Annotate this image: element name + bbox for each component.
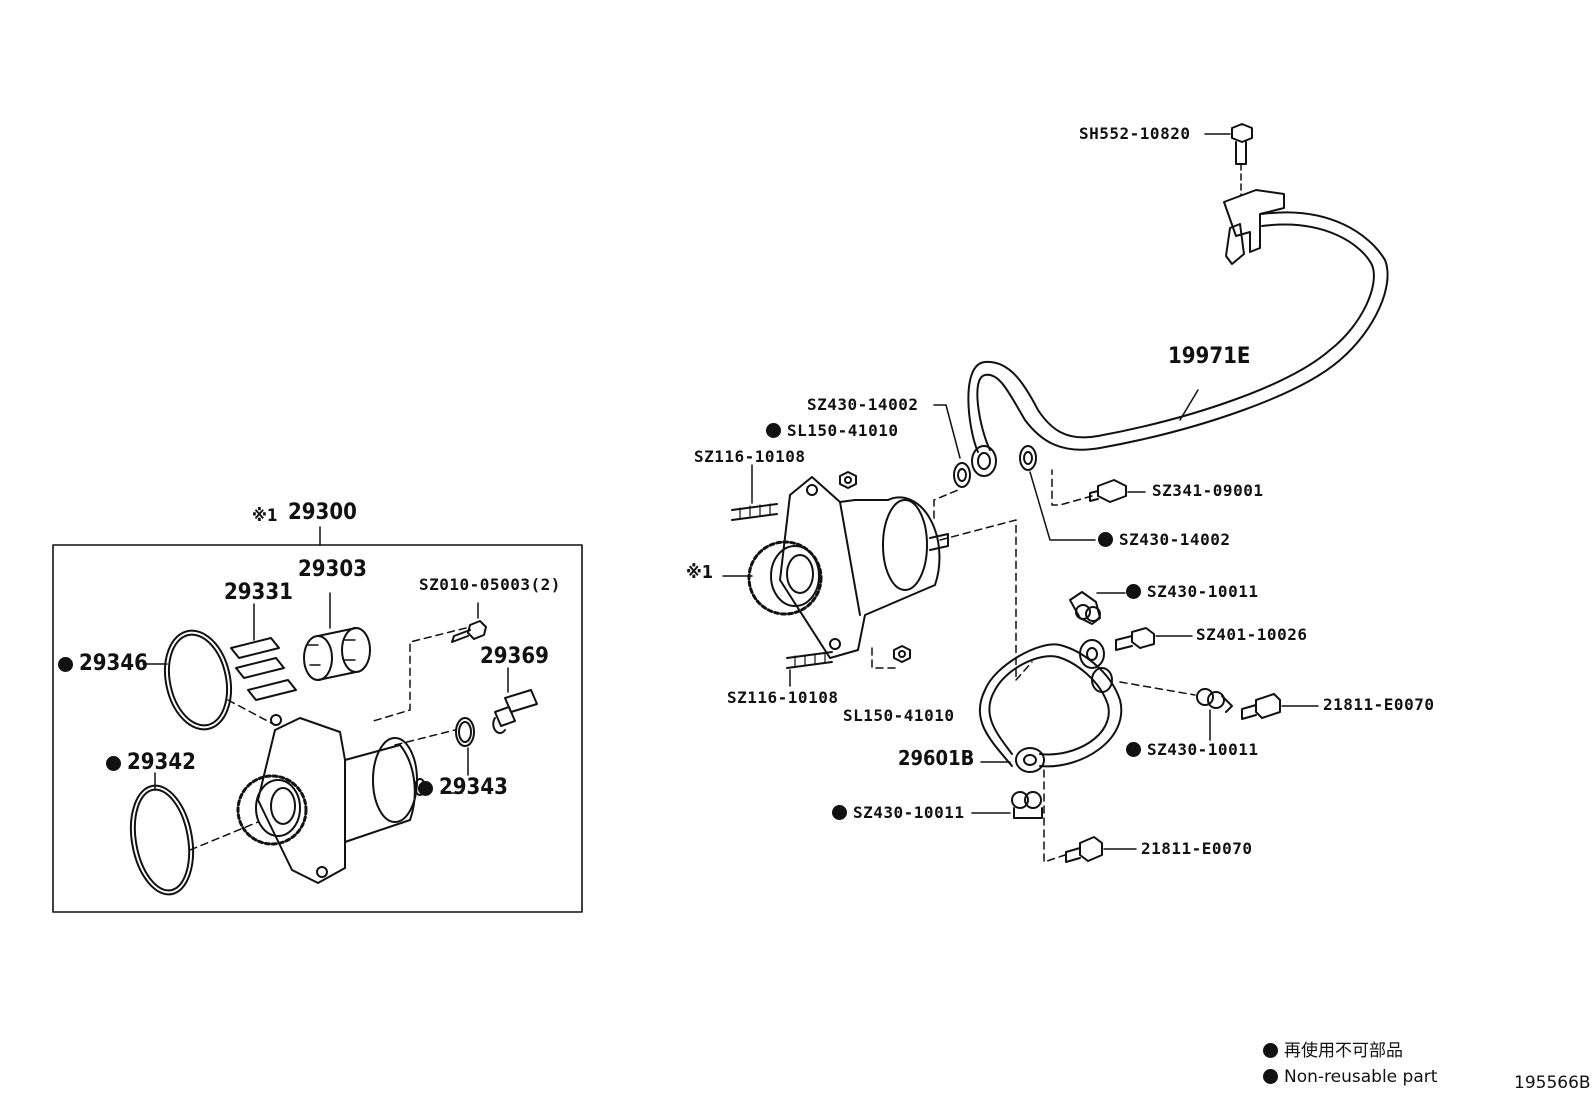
label-29346: 29346 — [58, 653, 148, 675]
label-sz010-05003: SZ010-05003(2) — [419, 575, 561, 594]
bolt-21811-b — [1065, 836, 1137, 863]
vanes-29331 — [230, 603, 297, 701]
washers-sz430-14002 — [933, 404, 1096, 541]
label-sz341-09001: SZ341-09001 — [1152, 481, 1264, 500]
rotor-29303 — [303, 592, 371, 681]
assembly-box — [52, 544, 583, 913]
dashed-leaders-right — [871, 469, 1196, 863]
gasket-sz430-10011-b — [1196, 688, 1233, 741]
label-21811-e0070-b: 21811-E0070 — [1141, 839, 1253, 858]
washer-29343 — [455, 717, 475, 776]
pump-body-right — [722, 476, 949, 659]
o-ring-29346 — [142, 629, 232, 731]
legend-jp: 再使用不可部品 — [1263, 1043, 1403, 1060]
label-21811-e0070-a: 21811-E0070 — [1323, 695, 1435, 714]
union-sz341 — [1089, 479, 1146, 503]
bolt-21811-a — [1241, 693, 1319, 720]
nut-sl150-upper — [839, 471, 857, 489]
label-29343: 29343 — [418, 777, 508, 799]
label-sz401-10026: SZ401-10026 — [1196, 625, 1308, 644]
label-sl150-41010-bottom: SL150-41010 — [843, 706, 955, 725]
label-29300: 29300 — [288, 500, 357, 525]
non-reusable-dot — [766, 423, 781, 438]
label-19971e: 19971E — [1168, 344, 1251, 369]
label-sz116-10108-bottom: SZ116-10108 — [727, 688, 839, 707]
label-assembly-ref: ※1 — [252, 506, 278, 526]
non-reusable-dot — [418, 781, 433, 796]
label-ref1-right: ※1 — [686, 562, 714, 583]
sensor-29369 — [492, 667, 538, 734]
label-sz116-10108-top: SZ116-10108 — [694, 447, 806, 466]
pump-body-left — [236, 714, 426, 884]
gasket-sz430-10011-a — [1069, 591, 1126, 625]
label-sz430-14002-top: SZ430-14002 — [807, 395, 919, 414]
non-reusable-dot — [1126, 584, 1141, 599]
non-reusable-dot — [1126, 742, 1141, 757]
label-29601b: 29601B — [898, 746, 975, 770]
label-29342: 29342 — [106, 752, 196, 774]
label-sz430-10011-b: SZ430-10011 — [1126, 742, 1258, 758]
o-ring-29342 — [129, 772, 195, 896]
pipe-19971e — [967, 189, 1389, 477]
bolt-sz010 — [451, 602, 487, 643]
label-sz430-10011-c: SZ430-10011 — [832, 805, 964, 821]
non-reusable-dot — [1098, 532, 1113, 547]
stud-sz116-lower — [786, 651, 833, 687]
label-sz430-10011-a: SZ430-10011 — [1126, 584, 1258, 600]
diagram-code: 195566B — [1514, 1073, 1591, 1093]
non-reusable-dot — [106, 756, 121, 771]
gasket-sz430-10011-c — [971, 791, 1043, 819]
label-sl150-41010-top: SL150-41010 — [766, 423, 898, 439]
legend-en: Non-reusable part — [1263, 1069, 1437, 1086]
legend-dot — [1263, 1069, 1278, 1084]
nut-sl150-lower — [893, 645, 911, 663]
label-29331: 29331 — [224, 580, 293, 605]
hose-29601b — [978, 639, 1123, 773]
bolt-sh552 — [1204, 123, 1253, 196]
non-reusable-dot — [832, 805, 847, 820]
bolt-sz401 — [1115, 627, 1193, 651]
label-sh552-10820: SH552-10820 — [1079, 124, 1191, 143]
stud-sz116-upper — [731, 464, 778, 521]
legend-dot — [1263, 1043, 1278, 1058]
label-29369: 29369 — [480, 644, 549, 669]
dashed-leaders-left — [189, 627, 467, 851]
non-reusable-dot — [58, 657, 73, 672]
label-29303: 29303 — [298, 557, 367, 582]
label-sz430-14002-right: SZ430-14002 — [1098, 532, 1230, 548]
